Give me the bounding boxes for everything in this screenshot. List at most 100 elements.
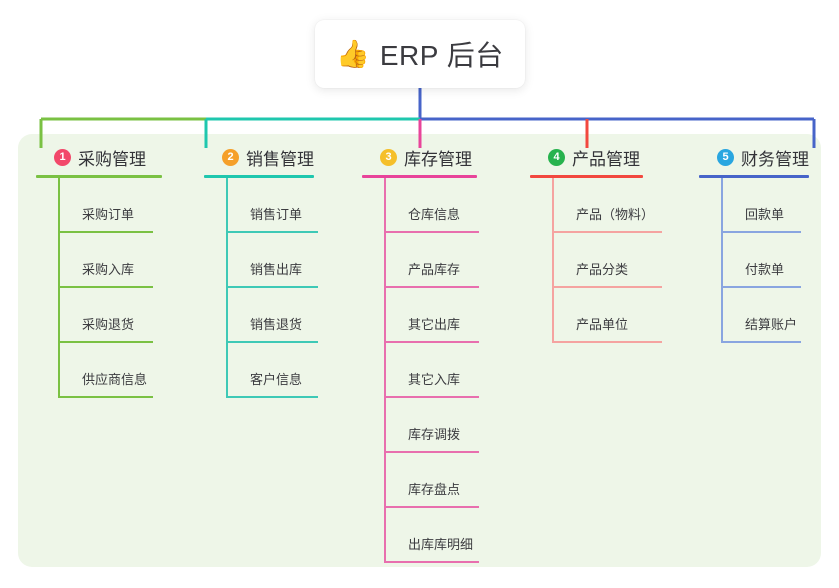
branch-item[interactable]: 产品单位 — [552, 288, 662, 343]
item-label: 库存调拨 — [408, 427, 461, 442]
branch-column-2: 2 销售管理销售订单销售出库销售退货客户信息 — [204, 145, 318, 398]
diagram-background-panel — [18, 134, 821, 567]
branch-item[interactable]: 供应商信息 — [58, 343, 162, 398]
item-connector-line — [384, 288, 386, 343]
branch-number-badge: 4 — [548, 148, 565, 166]
item-underline — [384, 451, 479, 453]
branch-title: 采购管理 — [78, 149, 146, 169]
branch-item[interactable]: 销售退货 — [226, 288, 318, 343]
item-underline — [721, 341, 801, 343]
item-label: 付款单 — [745, 262, 785, 277]
item-underline — [384, 561, 479, 563]
branch-number-badge: 3 — [380, 148, 397, 166]
branch-header-1[interactable]: 1 采购管理 — [36, 145, 162, 169]
item-label: 销售订单 — [250, 207, 303, 222]
branch-header-rule — [530, 175, 643, 178]
branch-header-rule — [36, 175, 162, 178]
item-label: 产品分类 — [576, 262, 629, 277]
item-underline — [384, 396, 479, 398]
item-label: 销售出库 — [250, 262, 303, 277]
item-connector-line — [226, 343, 228, 398]
branch-item-list: 仓库信息产品库存其它出库其它入库库存调拨库存盘点出库库明细 — [362, 178, 479, 563]
branch-item[interactable]: 其它入库 — [384, 343, 479, 398]
item-underline — [58, 286, 153, 288]
branch-item[interactable]: 销售出库 — [226, 233, 318, 288]
item-connector-line — [226, 178, 228, 233]
branch-title: 财务管理 — [741, 149, 809, 169]
item-label: 库存盘点 — [408, 482, 461, 497]
item-connector-line — [384, 233, 386, 288]
branch-number-badge: 2 — [222, 148, 239, 166]
item-connector-line — [384, 398, 386, 453]
root-node-title: ERP 后台 — [379, 40, 504, 71]
branch-item[interactable]: 客户信息 — [226, 343, 318, 398]
item-underline — [384, 286, 479, 288]
item-connector-line — [384, 343, 386, 398]
item-label: 销售退货 — [250, 317, 303, 332]
item-underline — [721, 231, 801, 233]
item-underline — [552, 286, 662, 288]
item-label: 结算账户 — [745, 317, 798, 332]
item-connector-line — [58, 288, 60, 343]
item-underline — [552, 231, 662, 233]
item-label: 出库库明细 — [408, 537, 474, 552]
item-label: 产品（物料） — [576, 207, 655, 222]
root-node-card[interactable]: 👍 ERP 后台 — [315, 20, 525, 88]
branch-item[interactable]: 结算账户 — [721, 288, 809, 343]
item-underline — [58, 396, 153, 398]
branch-item-list: 采购订单采购入库采购退货供应商信息 — [36, 178, 162, 398]
item-label: 客户信息 — [250, 372, 303, 387]
item-label: 供应商信息 — [82, 372, 148, 387]
item-connector-line — [58, 178, 60, 233]
item-underline — [58, 231, 153, 233]
item-connector-line — [552, 288, 554, 343]
branch-item-list: 销售订单销售出库销售退货客户信息 — [204, 178, 318, 398]
branch-item[interactable]: 出库库明细 — [384, 508, 479, 563]
item-connector-line — [226, 288, 228, 343]
branch-item[interactable]: 回款单 — [721, 178, 809, 233]
item-label: 采购订单 — [82, 207, 135, 222]
branch-header-rule — [699, 175, 809, 178]
item-label: 仓库信息 — [408, 207, 461, 222]
item-connector-line — [384, 453, 386, 508]
branch-number-badge: 1 — [54, 148, 71, 166]
branch-item[interactable]: 产品（物料） — [552, 178, 662, 233]
item-connector-line — [58, 233, 60, 288]
item-connector-line — [721, 178, 723, 233]
item-underline — [384, 506, 479, 508]
item-label: 产品单位 — [576, 317, 629, 332]
item-underline — [226, 286, 318, 288]
branch-item[interactable]: 其它出库 — [384, 288, 479, 343]
branch-item[interactable]: 销售订单 — [226, 178, 318, 233]
branch-title: 销售管理 — [246, 149, 314, 169]
branch-item[interactable]: 采购入库 — [58, 233, 162, 288]
branch-item[interactable]: 产品分类 — [552, 233, 662, 288]
item-underline — [384, 341, 479, 343]
branch-header-rule — [362, 175, 477, 178]
branch-item[interactable]: 付款单 — [721, 233, 809, 288]
item-underline — [226, 341, 318, 343]
thumbs-up-icon: 👍 — [336, 38, 370, 69]
branch-item[interactable]: 采购订单 — [58, 178, 162, 233]
branch-item[interactable]: 产品库存 — [384, 233, 479, 288]
branch-header-rule — [204, 175, 314, 178]
item-connector-line — [58, 343, 60, 398]
branch-item[interactable]: 仓库信息 — [384, 178, 479, 233]
branch-header-2[interactable]: 2 销售管理 — [204, 145, 314, 169]
item-label: 采购入库 — [82, 262, 135, 277]
branch-item[interactable]: 库存调拨 — [384, 398, 479, 453]
branch-item[interactable]: 库存盘点 — [384, 453, 479, 508]
item-label: 其它入库 — [408, 372, 461, 387]
branch-item[interactable]: 采购退货 — [58, 288, 162, 343]
branch-item-list: 回款单付款单结算账户 — [699, 178, 809, 343]
item-underline — [552, 341, 662, 343]
item-label: 产品库存 — [408, 262, 461, 277]
item-underline — [226, 231, 318, 233]
branch-item-list: 产品（物料） 产品分类产品单位 — [530, 178, 662, 343]
